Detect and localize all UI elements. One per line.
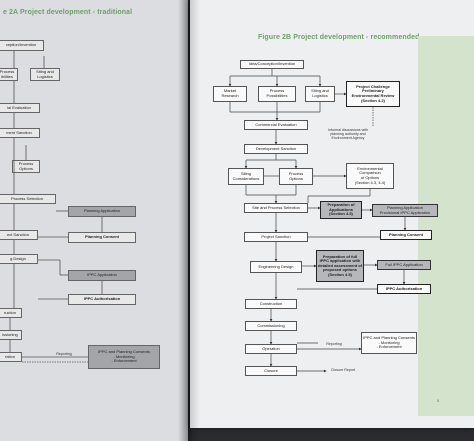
closure-report-label: Closure Report bbox=[330, 368, 356, 372]
left-node-planning-application: Planning Application bbox=[68, 206, 136, 217]
node-siting-logistics: Siting and Logistics bbox=[305, 86, 335, 102]
left-node-design: g Design bbox=[0, 254, 38, 264]
node-ippc-planning-consents: IPPC and Planning Consents - Monitoring … bbox=[361, 332, 417, 354]
left-node-commissioning: issioning bbox=[0, 330, 22, 340]
left-connectors bbox=[9, 51, 103, 363]
left-node-process-selection: Process Selection bbox=[0, 194, 56, 204]
left-node-construction: ruction bbox=[0, 308, 22, 318]
node-construction: Construction bbox=[245, 299, 297, 309]
page-number: 5 bbox=[437, 398, 440, 403]
green-margin-band bbox=[418, 36, 474, 416]
left-node-commercial-evaluation: ial Evaluation bbox=[0, 103, 40, 113]
node-project-challenge: Project Challenge Preliminary Environmen… bbox=[346, 81, 400, 107]
left-node-project-sanction: ect Sanction bbox=[0, 230, 38, 240]
left-node-ippc-authorisation: IPPC Authorisation bbox=[68, 294, 136, 305]
left-node-ippc-application: IPPC Application bbox=[68, 270, 136, 281]
node-preparation-applications: Preparation of Applications (Section 4.5… bbox=[320, 201, 362, 219]
node-idea-conception: Idea/Conception/Invention bbox=[240, 60, 304, 69]
left-page: e 2A Project development - traditional c… bbox=[0, 0, 188, 441]
left-node-ippc-planning-consents: IPPC and Planning Consents - Monitoring … bbox=[88, 345, 160, 369]
right-figure-title: Figure 2B Project development - recommen… bbox=[258, 34, 420, 41]
left-node-process-possibilities: Process ibilities bbox=[0, 68, 18, 81]
node-environmental-comparison: Environmental Comparison of Options (Sec… bbox=[346, 163, 394, 189]
left-node-development-sanction: ment Sanction bbox=[0, 128, 40, 138]
left-node-planning-consent: Planning Consent bbox=[68, 232, 136, 243]
left-node-conception: ception/Invention bbox=[0, 40, 44, 51]
left-reporting-label: Reporting bbox=[56, 352, 72, 356]
left-figure-title: e 2A Project development - traditional bbox=[3, 9, 133, 16]
left-node-operation: ration bbox=[0, 352, 22, 362]
book-gutter bbox=[178, 0, 200, 441]
node-planning-provisional-ippc: Planning Application Provisional IPPC Ap… bbox=[372, 204, 438, 217]
left-node-process-options: Process Options bbox=[12, 160, 40, 173]
informal-discussions-note: Informal discussions with planning autho… bbox=[328, 128, 368, 141]
left-node-siting-logistics: Siting and Logistics bbox=[30, 68, 60, 81]
reporting-label: Reporting bbox=[326, 342, 342, 346]
node-preparation-full-ippc: Preparation of full IPPC application wit… bbox=[316, 250, 364, 282]
